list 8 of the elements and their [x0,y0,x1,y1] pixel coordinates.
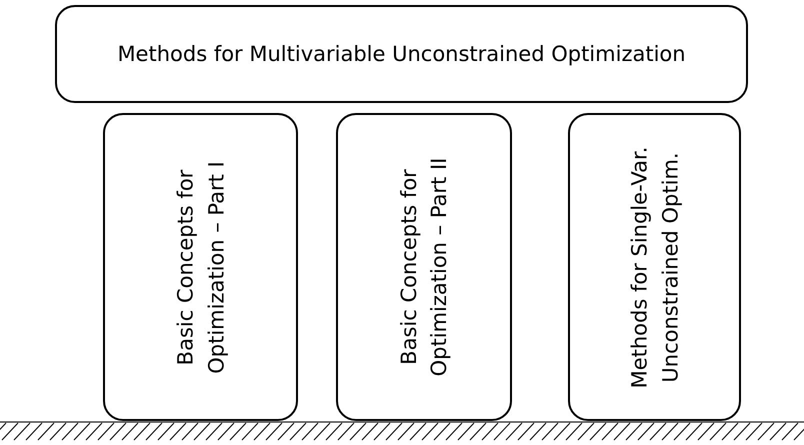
box-label: Methods for Multivariable Unconstrained Optimization [117,40,686,68]
box-label: Basic Concepts for Optimization – Part II [396,156,452,378]
rounded-box [55,5,748,103]
pillar-box [568,113,741,421]
box-label: Basic Concepts for Optimization – Part I [172,160,229,376]
pillar-box [103,113,298,421]
pillar-box [336,113,512,421]
box-label: Methods for Single-Var. Unconstrained Optim. [626,145,683,390]
